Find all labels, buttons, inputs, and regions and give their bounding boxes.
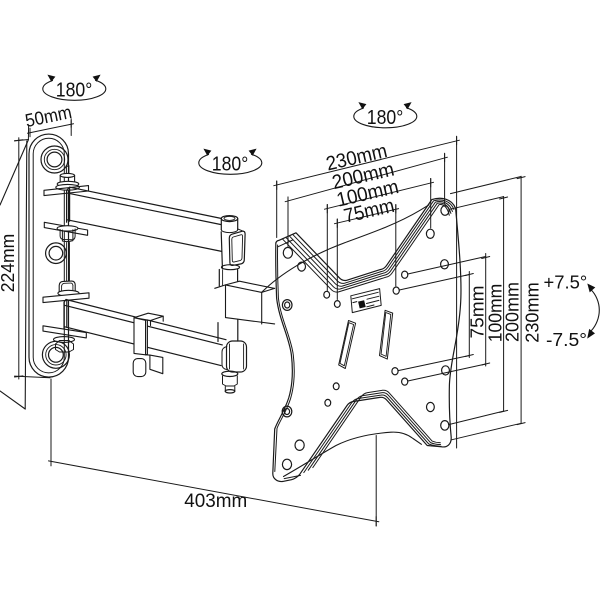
svg-text:230mm: 230mm [522,282,542,343]
svg-text:-7.5°: -7.5° [546,329,587,350]
svg-text:403mm: 403mm [184,490,247,512]
svg-text:180°: 180° [367,106,404,129]
svg-text:75mm: 75mm [467,286,487,339]
svg-text:100mm: 100mm [485,284,505,343]
svg-text:180°: 180° [56,79,93,102]
svg-text:+7.5°: +7.5° [544,271,588,292]
svg-text:200mm: 200mm [503,282,523,342]
svg-text:224mm: 224mm [0,234,18,293]
svg-text:180°: 180° [212,153,249,176]
